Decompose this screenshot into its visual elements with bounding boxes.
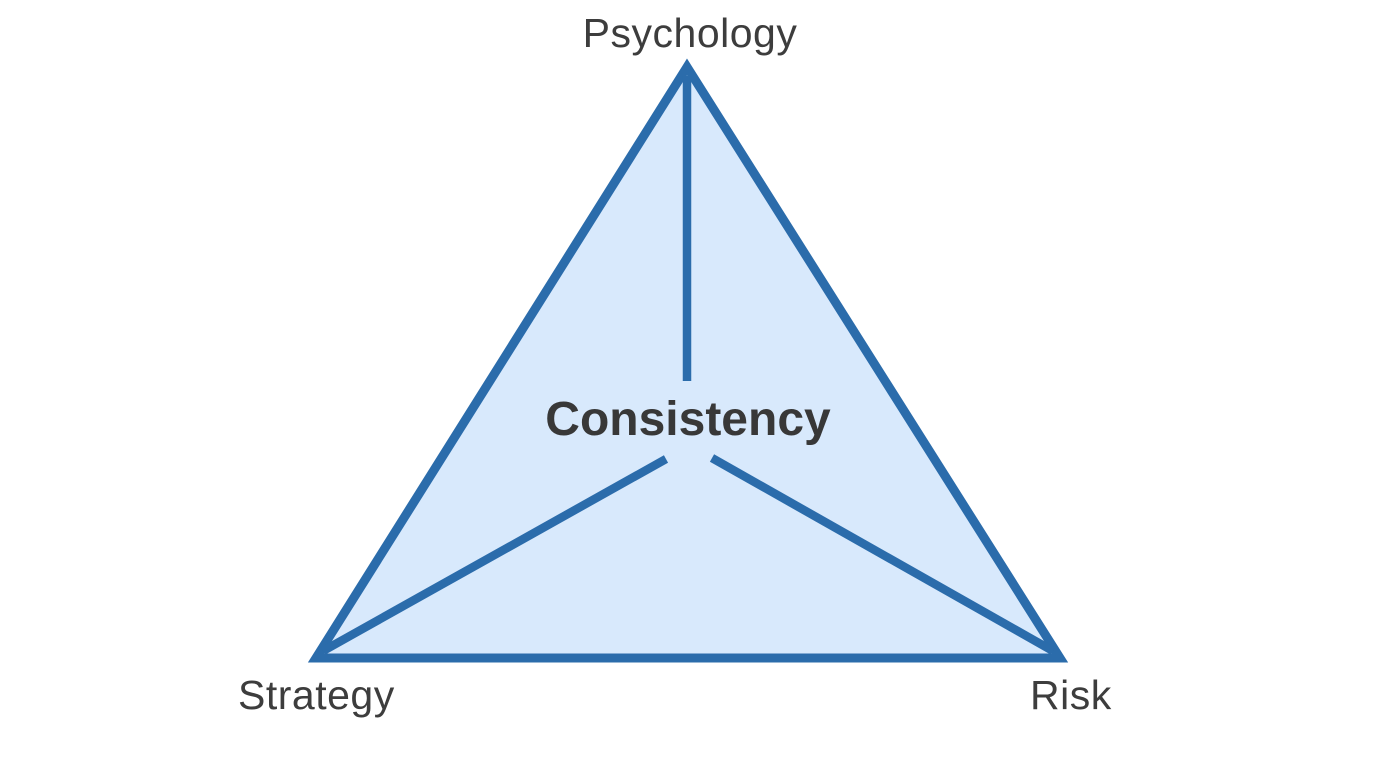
spoke-center-to-bottom-right	[709, 454, 1056, 655]
vertex-label-risk: Risk	[1030, 672, 1112, 718]
spoke-center-to-bottom-left	[320, 455, 669, 655]
vertex-label-strategy: Strategy	[238, 672, 395, 718]
vertex-label-psychology: Psychology	[582, 10, 798, 56]
center-label-consistency: Consistency	[545, 393, 831, 446]
